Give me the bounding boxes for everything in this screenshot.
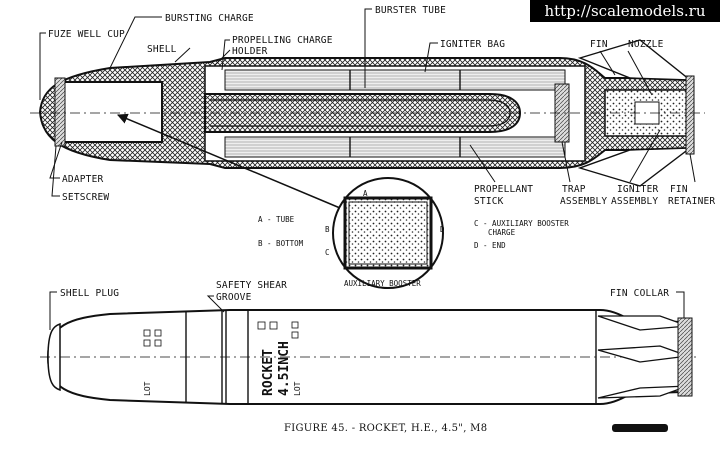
top-labels: FUZE WELL CUP BURSTING CHARGE SHELL PROP… [48,5,715,207]
label-adapter: ADAPTER [62,174,104,185]
detail-letter-a: A [363,189,368,198]
label-propelling-charge-2: HOLDER [232,46,268,57]
redaction-mark [612,424,668,432]
detail-letter-b: B [325,225,330,234]
exterior-rocket: ROCKET 4.5INCH LOT LOT [40,309,700,405]
legend-a: A - TUBE [258,215,295,224]
fin-retainer [685,75,695,155]
figure-caption: FIGURE 45. - ROCKET, H.E., 4.5", M8 [284,423,487,434]
label-shell: SHELL [147,44,177,55]
detail-letter-d: D [440,225,445,234]
label-setscrew: SETSCREW [62,192,109,203]
legend-c-1: C - AUXILIARY BOOSTER [474,219,569,228]
label-fuze-well-cup: FUZE WELL CUP [48,29,125,40]
leader-lines [39,8,696,197]
detail-title: AUXILIARY BOOSTER [344,279,421,288]
stencil-markings: ROCKET 4.5INCH LOT LOT [143,321,302,396]
label-safety-shear-1: SAFETY SHEAR [216,280,287,291]
adapter [54,77,66,147]
label-fin-retainer-1: FIN [670,184,688,195]
propellant-stick-upper [224,69,566,91]
label-propellant-2: STICK [474,196,504,207]
stencil-lot: LOT [293,381,302,396]
stencil-lot-nose: LOT [143,381,152,396]
label-safety-shear-2: GROOVE [216,292,252,303]
legend-b: B - BOTTOM [258,239,304,248]
label-propellant-1: PROPELLANT [474,184,533,195]
label-shell-plug: SHELL PLUG [60,288,119,299]
stencil-size: 4.5INCH [277,341,292,396]
detail-letter-c: C [325,248,330,257]
legend-d: D - END [474,241,506,250]
stencil-rocket: ROCKET [261,349,276,396]
label-nozzle: NOZZLE [628,39,664,50]
label-trap-2: ASSEMBLY [560,196,607,207]
fin-collar [677,317,693,397]
fuze-well-cavity [61,81,163,143]
propellant-stick-lower [224,136,566,158]
legend: A - TUBE B - BOTTOM C - AUXILIARY BOOSTE… [258,215,569,250]
label-fin-collar: FIN COLLAR [610,288,669,299]
cutaway-rocket [30,39,705,187]
label-igniter-bag: IGNITER BAG [440,39,505,50]
label-propelling-charge-1: PROPELLING CHARGE [232,35,333,46]
label-fin: FIN [590,39,608,50]
label-bursting-charge: BURSTING CHARGE [165,13,254,24]
watermark: http://scalemodels.ru [530,0,720,22]
legend-c-2: CHARGE [488,228,516,237]
label-fin-retainer-2: RETAINER [668,196,715,207]
label-igniter-1: IGNITER [617,184,659,195]
label-burster-tube: BURSTER TUBE [375,5,446,16]
label-trap-1: TRAP [562,184,586,195]
label-igniter-2: ASSEMBLY [611,196,658,207]
auxiliary-booster-detail: A B C D AUXILIARY BOOSTER [325,177,445,289]
